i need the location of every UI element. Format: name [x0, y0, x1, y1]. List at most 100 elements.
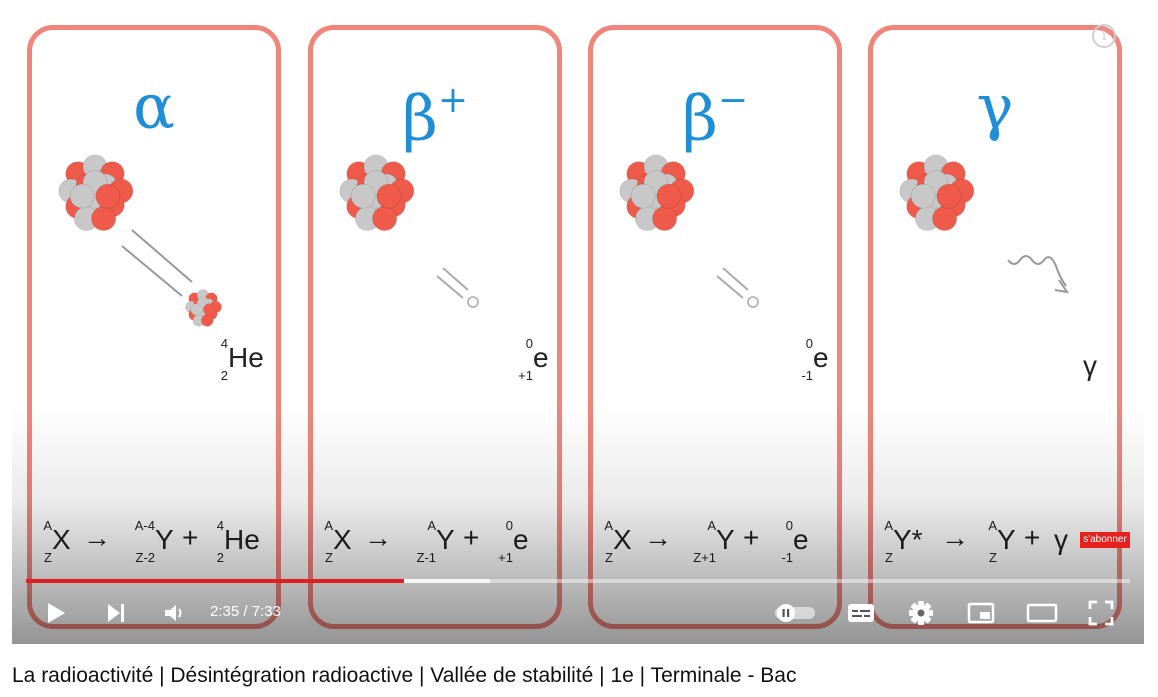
time-display: 2:35 / 7:33: [210, 603, 281, 620]
theater-button[interactable]: [1024, 597, 1060, 629]
eq-daughter-charge: Z-1: [416, 550, 437, 565]
subscribe-watermark[interactable]: s'abonner: [1080, 532, 1130, 548]
autoplay-toggle-icon: [775, 604, 815, 622]
eq-parent-charge: Z: [605, 550, 613, 565]
decay-symbol-letter: γ: [976, 70, 1014, 143]
fullscreen-button[interactable]: [1084, 597, 1118, 629]
progress-bar[interactable]: [26, 579, 1130, 583]
eq-particle-symbol: e: [513, 524, 529, 555]
eq-particle-charge: +1: [498, 550, 513, 565]
emitted-particle-charge: 2: [220, 368, 228, 383]
eq-parent-charge: Z: [325, 550, 333, 565]
eq-arrow: →: [941, 522, 969, 553]
miniplayer-button[interactable]: [964, 597, 998, 629]
emitted-particle-symbol: γ: [1083, 350, 1097, 381]
volume-icon: [165, 605, 182, 621]
eq-daughter-charge: Z: [989, 550, 997, 565]
eq-daughter-mass: A-4: [134, 518, 155, 533]
emitted-particle-charge: -1: [801, 368, 813, 383]
eq-plus: +: [463, 522, 480, 553]
next-icon: [108, 604, 124, 622]
emission-trail: [436, 267, 479, 308]
autoplay-toggle[interactable]: [772, 597, 818, 629]
eq-particle-charge: -1: [781, 550, 793, 565]
eq-arrow: →: [644, 522, 672, 553]
eq-parent-charge: Z: [885, 550, 893, 565]
progress-played: [26, 579, 404, 583]
parent-nucleus: [899, 154, 975, 231]
emitted-particle-symbol: He: [228, 342, 264, 373]
decay-symbol-sign: −: [717, 80, 748, 121]
theater-icon: [1026, 603, 1058, 623]
subtitles-button[interactable]: [844, 597, 878, 629]
decay-symbol-letter: α: [133, 70, 175, 143]
eq-arrow: →: [364, 522, 392, 553]
video-title[interactable]: La radioactivité | Désintégration radioa…: [12, 664, 797, 687]
eq-daughter-mass: A: [427, 518, 436, 533]
settings-button[interactable]: [904, 597, 938, 629]
eq-parent-symbol: X: [52, 524, 71, 555]
emission-trail: [716, 267, 759, 308]
alpha-particle: [185, 289, 222, 327]
emission-trail: [1007, 255, 1070, 294]
eq-parent-symbol: X: [613, 524, 632, 555]
eq-parent-symbol: X: [333, 524, 352, 555]
volume-button[interactable]: [158, 597, 190, 629]
fullscreen-icon: [1088, 600, 1114, 626]
eq-daughter-mass: A: [988, 518, 997, 533]
play-button[interactable]: [40, 597, 72, 629]
eq-particle-symbol: e: [793, 524, 809, 555]
miniplayer-icon: [967, 602, 995, 624]
settings-icon: [909, 601, 933, 625]
emitted-particle-mass: 0: [525, 336, 533, 351]
parent-nucleus: [619, 154, 695, 231]
eq-parent-mass: A: [604, 518, 613, 533]
eq-daughter-mass: A: [707, 518, 716, 533]
eq-arrow: →: [83, 522, 111, 553]
eq-plus: +: [1024, 522, 1041, 553]
decay-symbol-letter: β: [401, 81, 438, 155]
eq-particle-mass: 4: [216, 518, 224, 533]
emitted-particle-charge: +1: [518, 368, 533, 383]
eq-daughter-symbol: Y: [716, 524, 735, 555]
decay-symbol: α: [32, 72, 276, 142]
decay-symbol: β+: [313, 72, 557, 154]
eq-particle-charge: 2: [216, 550, 224, 565]
emission-trail: [121, 229, 193, 297]
eq-parent-charge: Z: [44, 550, 52, 565]
decay-symbol-sign: +: [437, 80, 468, 121]
next-button[interactable]: [100, 597, 132, 629]
parent-nucleus: [339, 154, 415, 231]
eq-plus: +: [743, 522, 760, 553]
eq-plus: +: [182, 522, 199, 553]
emitted-particle-symbol: e: [813, 342, 829, 373]
play-icon: [48, 603, 65, 623]
decay-symbol: γ: [873, 72, 1117, 142]
info-icon[interactable]: i: [1092, 24, 1116, 48]
eq-parent-mass: A: [324, 518, 333, 533]
eq-parent-mass: A: [884, 518, 893, 533]
eq-particle-mass: 0: [505, 518, 513, 533]
eq-daughter-symbol: Y: [997, 524, 1016, 555]
decay-symbol: β−: [593, 72, 837, 154]
eq-daughter-charge: Z+1: [693, 550, 716, 565]
eq-particle-mass: 0: [785, 518, 793, 533]
emitted-particle-mass: 0: [805, 336, 813, 351]
parent-nucleus: [58, 154, 134, 231]
subtitles-icon: [848, 604, 874, 622]
eq-daughter-symbol: Y: [155, 524, 174, 555]
eq-parent-mass: A: [43, 518, 52, 533]
eq-particle-symbol: He: [224, 524, 260, 555]
eq-parent-symbol: Y*: [893, 524, 923, 555]
eq-daughter-charge: Z-2: [135, 550, 156, 565]
decay-symbol-letter: β: [681, 81, 718, 155]
